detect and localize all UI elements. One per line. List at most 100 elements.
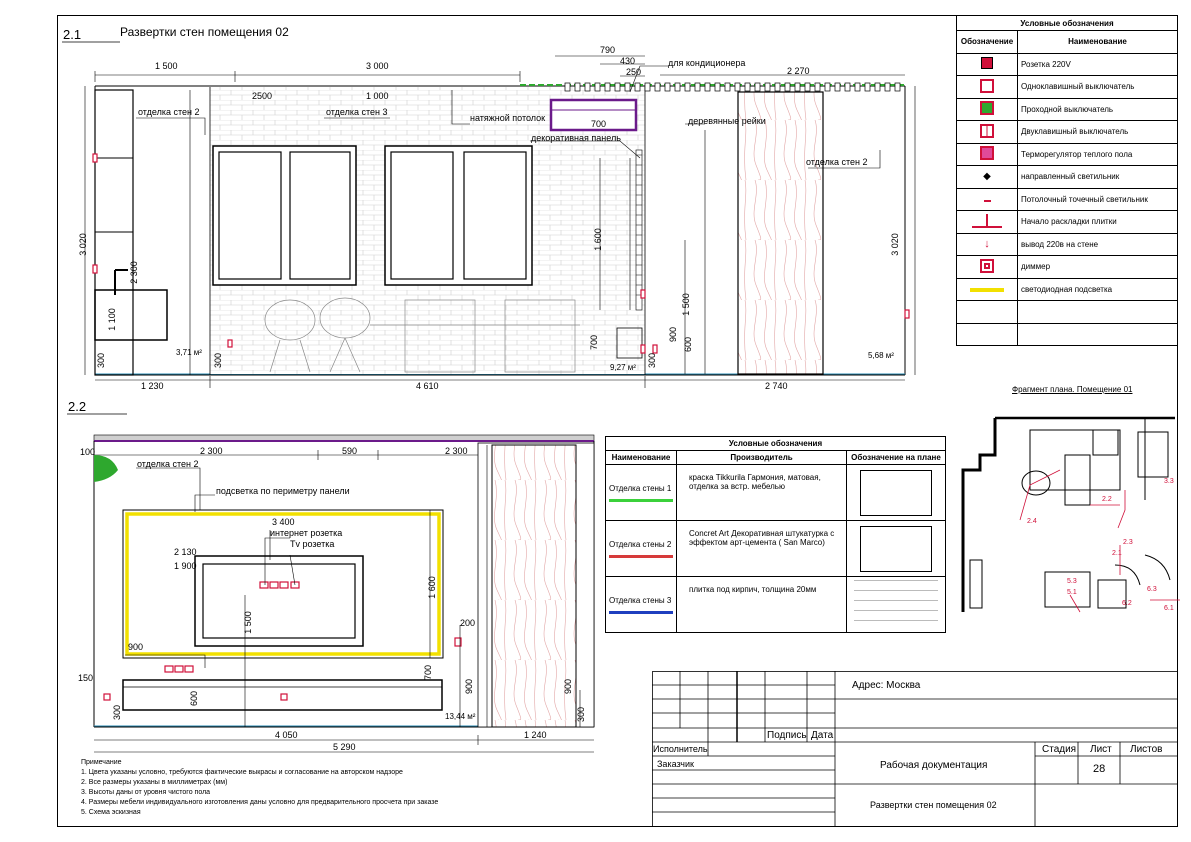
dim-label: 600 bbox=[189, 690, 200, 707]
materials-title: Условные обозначения bbox=[605, 436, 946, 451]
dim-label: 2 740 bbox=[765, 381, 788, 391]
label-finish2: отделка стен 2 bbox=[137, 459, 199, 469]
label-finish2-right: отделка стен 2 bbox=[806, 157, 868, 167]
dim-label: 300 bbox=[112, 704, 123, 721]
plan-tag: 6.2 bbox=[1122, 600, 1132, 607]
materials-row: Отделка стены 3 bbox=[605, 576, 677, 633]
dim-label: 1 230 bbox=[141, 381, 164, 391]
materials-header: Производитель bbox=[676, 450, 847, 465]
material-maker: Concret Art Декоративная штукатурка с эф… bbox=[676, 520, 847, 577]
dim-label: 2 300 bbox=[200, 446, 223, 456]
plan-tag: 5.3 bbox=[1067, 578, 1077, 585]
stamp-date: Дата bbox=[811, 730, 834, 741]
label-finish2-left: отделка стен 2 bbox=[138, 107, 200, 117]
materials-row: Отделка стены 2 bbox=[605, 520, 677, 577]
material-maker: плитка под кирпич, толщина 20мм bbox=[676, 576, 847, 633]
label-wood-slats: деревянные рейки bbox=[688, 116, 766, 126]
dim-label: 3 020 bbox=[889, 233, 900, 256]
dim-label: 1 240 bbox=[524, 730, 547, 740]
stamp-sheets: Листов bbox=[1130, 744, 1163, 755]
dim-label: 300 bbox=[96, 352, 107, 369]
dim-label: 300 bbox=[213, 352, 224, 369]
materials-header: Обозначение на плане bbox=[846, 450, 946, 465]
finish-color-line bbox=[609, 610, 673, 614]
dim-label: 3 020 bbox=[77, 233, 88, 256]
stamp-sheet: Лист bbox=[1090, 744, 1112, 755]
legend-item: Проходной выключатель bbox=[1017, 97, 1178, 121]
note-item: 4. Размеры мебели индивидуального изгото… bbox=[81, 799, 439, 806]
section-number-2-1: 2.1 bbox=[63, 27, 82, 42]
double-switch-icon bbox=[980, 123, 994, 138]
plan-tag: 2.1 bbox=[1112, 550, 1122, 557]
dim-label: 1 600 bbox=[592, 228, 603, 251]
plan-tag: 2.2 bbox=[1102, 496, 1112, 503]
dim-label: 250 bbox=[626, 67, 642, 77]
label-finish3: отделка стен 3 bbox=[326, 107, 388, 117]
section-title: Развертки стен помещения 02 bbox=[120, 25, 289, 39]
dim-label: 2 300 bbox=[128, 261, 139, 284]
thermostat-icon bbox=[980, 146, 994, 161]
material-swatch bbox=[846, 576, 946, 633]
dim-label: 1 100 bbox=[106, 308, 117, 331]
dim-label: 300 bbox=[647, 352, 658, 369]
led-strip-icon bbox=[970, 287, 1004, 292]
note-item: 1. Цвета указаны условно, требуются факт… bbox=[81, 769, 403, 776]
note-item: 3. Высоты даны от уровня чистого пола bbox=[81, 789, 211, 796]
material-name: Отделка стены 2 bbox=[609, 539, 672, 549]
dim-label: 900 bbox=[128, 642, 144, 652]
dim-label: 1 600 bbox=[426, 576, 437, 599]
plan-tag: 2.3 bbox=[1123, 539, 1133, 546]
plan-tag: 6.3 bbox=[1147, 586, 1157, 593]
tile-start-icon bbox=[972, 213, 1002, 228]
stamp-address: Адрес: Москва bbox=[852, 680, 921, 691]
notes-heading: Примечание bbox=[81, 759, 122, 766]
note-item: 2. Все размеры указаны в миллиметрах (мм… bbox=[81, 779, 228, 786]
dim-label: 1 000 bbox=[366, 91, 389, 101]
plan-tag: 5.1 bbox=[1067, 589, 1077, 596]
legend-item: направленный светильник bbox=[1017, 165, 1178, 189]
spotlight-icon: ◆ bbox=[956, 165, 1018, 189]
dim-label: 900 bbox=[563, 678, 574, 695]
stamp-sheet-title: Развертки стен помещения 02 bbox=[870, 800, 997, 810]
material-maker: краска Tikkurila Гармония, матовая, отде… bbox=[676, 464, 847, 521]
dim-label: 900 bbox=[464, 678, 475, 695]
wall-outlet-icon: ↓ bbox=[956, 232, 1018, 256]
dim-label: 4 610 bbox=[416, 381, 439, 391]
ceiling-light-icon bbox=[983, 199, 991, 202]
label-deco-panel: декоративная панель bbox=[531, 133, 621, 143]
stamp-stage: Стадия bbox=[1042, 744, 1077, 755]
finish-color-line bbox=[609, 554, 673, 558]
title-block-grid bbox=[652, 671, 1178, 827]
dim-label: 2 270 bbox=[787, 66, 810, 76]
dim-label: 2 300 bbox=[445, 446, 468, 456]
legend-item: светодиодная подсветка bbox=[1017, 277, 1178, 301]
dim-label: 430 bbox=[620, 56, 636, 66]
legend-title: Условные обозначения bbox=[1020, 18, 1114, 28]
area-label: 9,27 м² bbox=[610, 363, 636, 372]
label-ac: для кондиционера bbox=[668, 58, 746, 68]
dim-label: 5 290 bbox=[333, 742, 356, 752]
dim-label: 1 500 bbox=[242, 611, 253, 634]
legend-item: Начало раскладки плитки bbox=[1017, 210, 1178, 234]
material-name: Отделка стены 1 bbox=[609, 483, 672, 493]
fragment-title: Фрагмент плана. Помещение 01 bbox=[1012, 385, 1133, 394]
dim-label: 3 400 bbox=[272, 517, 295, 527]
label-ceiling: натяжной потолок bbox=[470, 113, 546, 123]
dim-label: 700 bbox=[423, 664, 434, 681]
pass-switch-icon bbox=[980, 101, 994, 116]
stamp-performer: Исполнитель bbox=[653, 744, 708, 754]
dim-label: 300 bbox=[576, 706, 587, 723]
dimmer-icon bbox=[980, 258, 994, 273]
note-item: 5. Схема эскизная bbox=[81, 809, 141, 816]
dim-label: 1 500 bbox=[155, 61, 178, 71]
plan-tag: 3.3 bbox=[1164, 478, 1174, 485]
dim-label: 150 bbox=[78, 673, 94, 683]
label-internet-socket: интернет розетка bbox=[270, 528, 343, 538]
legend-col-name: Наименование bbox=[1017, 30, 1178, 54]
dim-label: 600 bbox=[683, 336, 694, 353]
material-swatch bbox=[846, 464, 946, 521]
materials-header: Наименование bbox=[605, 450, 677, 465]
dim-label: 1 900 bbox=[174, 561, 197, 571]
legend-item: Розетка 220V bbox=[1017, 52, 1178, 76]
